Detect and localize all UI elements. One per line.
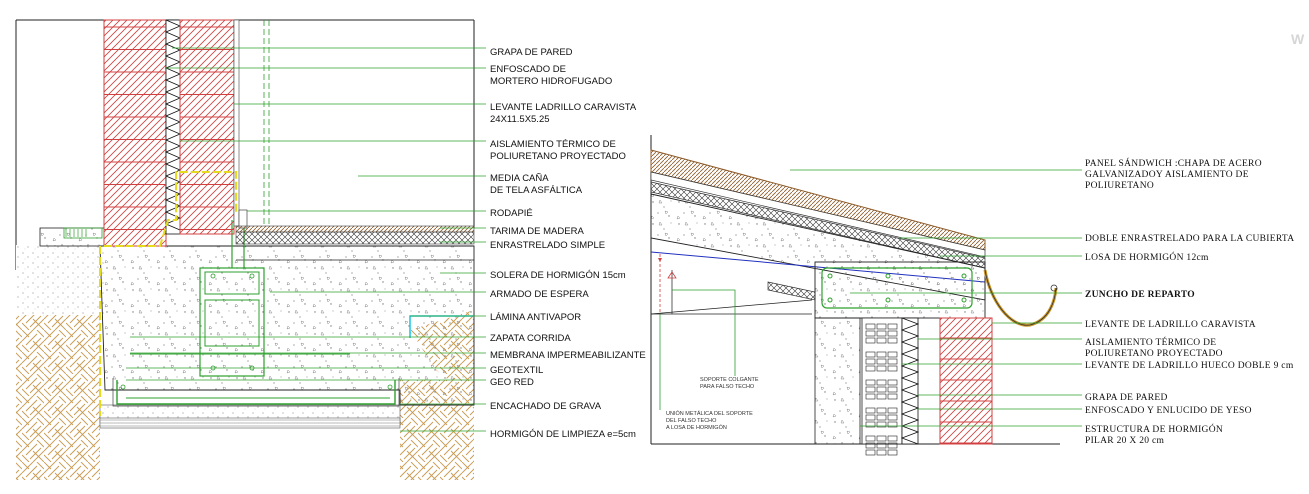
left-label-13-line-0: GEOTEXTIL	[490, 365, 543, 376]
right-label-4: LEVANTE DE LADRILLO CARAVISTA	[992, 320, 1256, 330]
right-label-8-line-0: ENFOSCADO Y ENLUCIDO DE YESO	[1085, 406, 1252, 416]
right-label-7: GRAPA DE PARED	[918, 393, 1168, 403]
battens	[235, 231, 475, 245]
left-label-9-line-0: ARMADO DE ESPERA	[490, 289, 589, 300]
right-label-3-line-0: ZUNCHO DE REPARTO	[1085, 290, 1195, 300]
left-label-8: SOLERA DE HORMIGÓN 15cm	[440, 270, 626, 281]
left-label-14-line-0: GEO RED	[490, 377, 534, 388]
left-label-6: TARIMA DE MADERA	[440, 226, 584, 237]
left-label-0: GRAPA DE PARED	[172, 47, 573, 58]
left-label-12-line-0: MEMBRANA IMPERMEABILIZANTE	[490, 350, 646, 361]
left-label-15: ENCACHADO DE GRAVA	[400, 401, 602, 412]
gutter	[983, 269, 1058, 327]
zuncho-beam	[814, 261, 986, 319]
left-label-3-line-0: AISLAMIENTO TÉRMICO DE	[490, 139, 616, 150]
exterior-gravel	[16, 245, 104, 315]
left-label-11: ZAPATA CORRIDA	[130, 333, 571, 344]
right-label-2-line-0: LOSA DE HORMIGÓN 12cm	[1085, 251, 1209, 263]
left-label-10-line-0: LÁMINA ANTIVAPOR	[490, 312, 581, 323]
right-detail	[650, 135, 1060, 456]
right-label-8: ENFOSCADO Y ENLUCIDO DE YESO	[918, 406, 1252, 416]
left-label-7: ENRASTRELADO SIMPLE	[440, 240, 605, 251]
left-label-13: GEOTEXTIL	[126, 365, 543, 376]
left-label-12: MEMBRANA IMPERMEABILIZANTE	[130, 350, 646, 361]
right-label-0: PANEL SÁNDWICH :CHAPA DE ACEROGALVANIZAD…	[790, 157, 1262, 191]
left-label-0-line-0: GRAPA DE PARED	[490, 47, 573, 58]
exterior-slab	[39, 227, 105, 247]
right-label-0-line-1: GALVANIZADOY AISLAMIENTO DE	[1085, 170, 1249, 180]
left-label-11-line-0: ZAPATA CORRIDA	[490, 333, 571, 344]
hollow-brick	[861, 317, 903, 445]
exterior-mesh	[63, 227, 103, 239]
left-label-10: LÁMINA ANTIVAPOR	[410, 312, 581, 323]
right-label-0-line-0: PANEL SÁNDWICH :CHAPA DE ACERO	[1085, 157, 1262, 169]
note-label-0-line-0: SOPORTE COLGANTE	[700, 377, 759, 383]
note-leader-0	[672, 289, 736, 376]
left-label-7-line-0: ENRASTRELADO SIMPLE	[490, 240, 605, 251]
membrane-line	[116, 380, 396, 405]
left-label-2-line-1: 24X11.5X5.25	[490, 114, 550, 125]
wood-floor	[235, 225, 475, 233]
left-label-4-line-1: DE TELA ASFÁLTICA	[490, 185, 583, 196]
left-label-1-line-1: MORTERO HIDROFUGADO	[490, 76, 612, 87]
left-label-5-line-0: RODAPIÉ	[490, 208, 533, 219]
right-label-5-line-0: AISLAMIENTO TÉRMICO DE	[1085, 336, 1216, 348]
left-label-9: ARMADO DE ESPERA	[270, 289, 589, 300]
right-label-2: LOSA DE HORMIGÓN 12cm	[940, 251, 1209, 263]
right-label-9-line-0: ESTRUCTURA DE HORMIGÓN	[1085, 423, 1223, 435]
right-label-5-line-1: POLIURETANO PROYECTADO	[1085, 349, 1223, 359]
left-label-16: HORMIGÓN DE LIMPIEZA e=5cm	[400, 429, 636, 440]
waterproof-membrane	[99, 171, 237, 416]
right-label-3: ZUNCHO DE REPARTO	[850, 290, 1195, 300]
right-label-1: DOBLE ENRASTRELADO PARA LA CUBIERTA	[900, 234, 1294, 244]
brick-wall-outer	[103, 19, 167, 247]
right-label-6: LEVANTE DE LADRILLO HUECO DOBLE 9 cm	[902, 361, 1294, 371]
left-label-16-line-0: HORMIGÓN DE LIMPIEZA e=5cm	[490, 429, 636, 440]
right-label-0-line-2: POLIURETANO	[1085, 181, 1154, 191]
right-label-4-line-0: LEVANTE DE LADRILLO CARAVISTA	[1085, 320, 1256, 330]
left-label-8-line-0: SOLERA DE HORMIGÓN 15cm	[490, 270, 626, 281]
note-label-1-line-0: UNIÓN METÁLICA DEL SOPORTE	[666, 410, 753, 417]
watermark: W	[1291, 31, 1305, 47]
brick-wall-inner	[179, 19, 235, 235]
left-label-2-line-0: LEVANTE LADRILLO CARAVISTA	[490, 102, 637, 113]
right-face-brick	[939, 317, 993, 445]
left-label-3-line-1: POLIURETANO PROYECTADO	[490, 151, 626, 162]
note-label-1-line-1: DEL FALSO TECHO	[666, 418, 717, 424]
note-label-1-line-2: A LOSA DE HORMIGÓN	[666, 424, 727, 431]
left-label-5: RODAPIÉ	[247, 208, 533, 219]
left-label-6-line-0: TARIMA DE MADERA	[490, 226, 584, 237]
left-label-15-line-0: ENCACHADO DE GRAVA	[490, 401, 602, 412]
left-label-14: GEO RED	[126, 377, 534, 388]
concrete-pillar	[814, 317, 861, 445]
right-label-6-line-0: LEVANTE DE LADRILLO HUECO DOBLE 9 cm	[1085, 361, 1294, 371]
left-detail	[15, 19, 475, 480]
right-label-7-line-0: GRAPA DE PARED	[1085, 393, 1168, 403]
note-label-0-line-1: PARA FALSO TECHO	[700, 384, 755, 390]
left-label-1-line-0: ENFOSCADO DE	[490, 64, 566, 75]
foundation-zapata	[99, 245, 475, 406]
right-labels: PANEL SÁNDWICH :CHAPA DE ACEROGALVANIZAD…	[790, 157, 1294, 446]
right-label-9-line-1: PILAR 20 X 20 cm	[1085, 436, 1165, 446]
left-label-4-line-0: MEDIA CAÑA	[490, 173, 549, 184]
right-label-1-line-0: DOBLE ENRASTRELADO PARA LA CUBIERTA	[1085, 234, 1294, 244]
skirting	[238, 209, 248, 229]
